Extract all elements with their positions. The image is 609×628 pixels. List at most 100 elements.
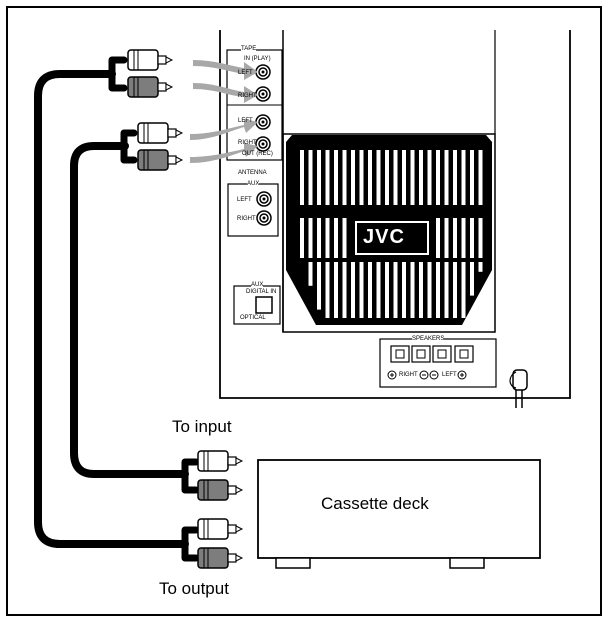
grille-slot [453,150,457,205]
panel-spk-right-label: RIGHT [399,372,418,378]
grille-slot [325,218,330,258]
grille-slot [317,150,321,205]
grille-slot [470,218,474,258]
panel-tape-out-right-label: RIGHT [238,140,257,146]
deck-foot-right [449,557,485,569]
grille-slot [325,150,330,205]
plug-tape-in-left[interactable] [127,49,173,71]
speakers-terminal [379,338,497,388]
deck-foot-left [275,557,311,569]
grille-slot [385,262,389,318]
grille-slot [342,262,347,318]
grille-slot [342,218,347,258]
grille-slot [351,262,355,318]
outer-frame [6,6,602,616]
panel-tape-in-right-label: RIGHT [238,93,257,99]
grille-slot [478,218,483,258]
plug-tape-out-left[interactable] [137,122,183,144]
grille-slot [351,150,355,205]
grille-slot [325,262,330,318]
panel-aux-right-label: RIGHT [237,216,256,222]
grille-slot [436,218,440,258]
grille-slot [470,262,474,296]
grille-slot [385,150,389,205]
grille-slot [402,150,406,205]
grille-slot [461,150,466,205]
grille-slot [368,150,372,205]
grille-slot [461,218,466,258]
grille-slot [402,262,406,318]
grille-slot [419,262,423,318]
speaker-grille [286,135,492,325]
optical-port[interactable] [255,296,273,314]
speaker-terminal-hole [459,349,469,359]
grille-slot [478,262,483,272]
speaker-terminal-hole [416,349,426,359]
grille-slot [444,218,449,258]
plug-deck-output-right[interactable] [197,547,243,569]
grille-slot [342,150,347,205]
tape-out-left-jack[interactable] [255,114,271,130]
tape-in-right-jack[interactable] [255,86,271,102]
speaker-terminal-hole [437,349,447,359]
grille-slot [427,150,432,205]
plug-deck-output-left[interactable] [197,518,243,540]
panel-speakers-label: SPEAKERS [412,336,445,343]
to-output-label: To output [159,579,229,598]
grille-slot [317,218,321,258]
cassette-deck [257,459,541,569]
grille-slot [453,262,457,318]
grille-slot [334,218,338,258]
grille-slot [368,262,372,318]
panel-tape-in-left-label: LEFT [238,70,253,76]
grille-slot [410,150,415,205]
speaker-terminal-hole [395,349,405,359]
grille-slot [376,262,381,318]
jvc-logo: JVC [363,226,405,248]
cables [34,56,200,562]
grille-slot [308,150,313,205]
grille-slot [419,150,423,205]
plug-tape-out-right[interactable] [137,149,183,171]
panel-tape-out-left-label: LEFT [238,118,253,124]
cassette-deck-label: Cassette deck [321,494,429,513]
flow-arrows [190,60,258,163]
power-cord [509,369,528,408]
plug-deck-input-left[interactable] [197,450,243,472]
to-input-label: To input [172,417,232,436]
tape-out-right-jack[interactable] [255,136,271,152]
panel-digital-in-label: DIGITAL IN [246,289,277,295]
grille-slot [461,262,466,318]
tape-in-left-jack[interactable] [255,64,271,80]
grille-slot [444,262,449,318]
grille-slot [427,262,432,318]
grille-slot [436,262,440,318]
grille-slot [359,150,364,205]
grille-slot [376,150,381,205]
grille-slot [444,150,449,205]
grille-slot [470,150,474,205]
grille-slot [359,262,364,318]
panel-optical-label: OPTICAL [240,315,266,321]
panel-out-rec-label: OUT (REC) [242,151,273,157]
grille-slot [436,150,440,205]
grille-slot [308,218,313,258]
grille-slot [300,218,304,258]
grille-slot [334,262,338,318]
grille-slot [478,150,483,205]
grille-slot [453,218,457,258]
main-unit [219,30,571,399]
grille-slot [393,150,398,205]
plug-deck-input-right[interactable] [197,479,243,501]
aux-right-jack[interactable] [256,210,272,226]
panel-aux2-label: AUX [251,282,264,289]
grille-slot [300,150,304,205]
grille-slot [410,262,415,318]
panel-aux-left-label: LEFT [237,197,252,203]
aux-left-jack[interactable] [256,191,272,207]
grille-slot [334,150,338,205]
plug-tape-in-right[interactable] [127,76,173,98]
grille-slot [393,262,398,318]
